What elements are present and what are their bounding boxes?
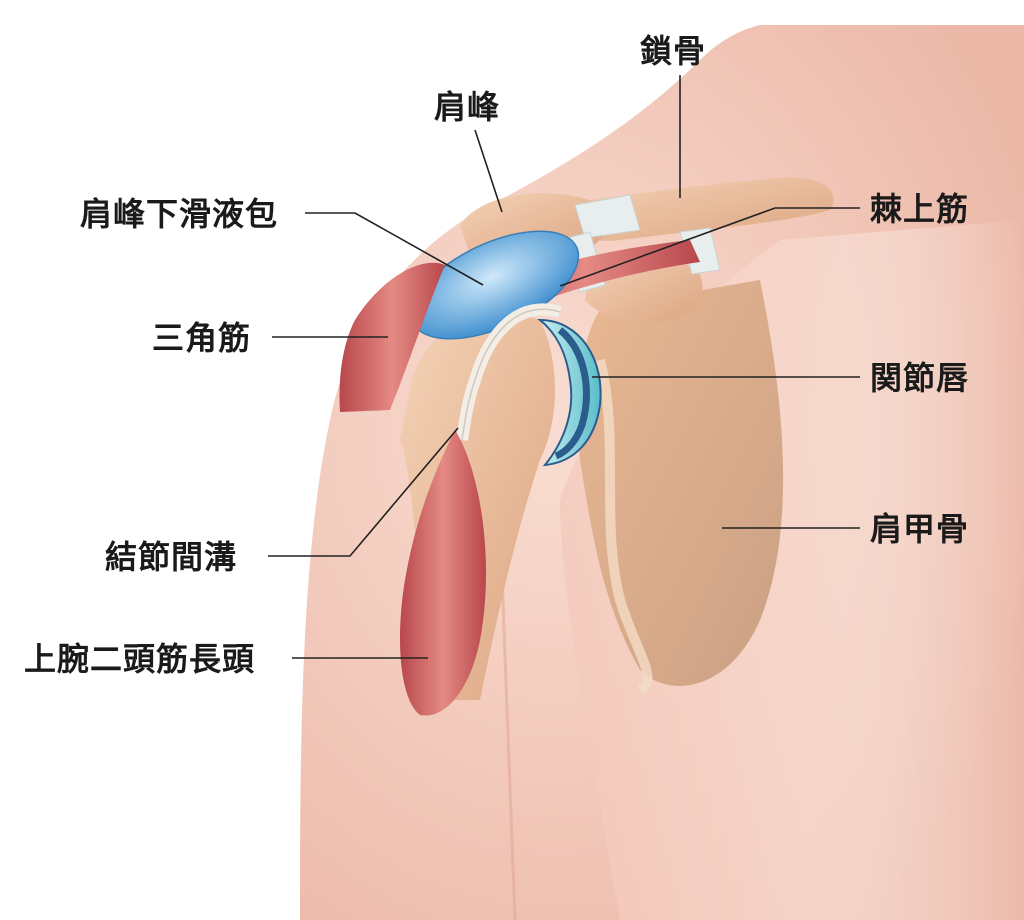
label-scapula: 肩甲骨 [870,510,969,548]
scapula-shape [578,280,784,686]
label-labrum: 関節唇 [870,359,969,397]
label-supraspinatus: 棘上筋 [870,190,969,228]
biceps-tendon-outline [461,308,561,441]
labrum-inner-rim [554,327,590,460]
label-acromion: 肩峰 [434,88,500,126]
leader-supraspinatus [559,207,860,287]
deltoid-muscle [339,262,445,412]
scapula-ridge [595,358,653,695]
biceps-long-head-muscle [400,430,486,716]
label-clavicle: 鎖骨 [640,32,706,70]
leader-acromion [474,129,503,213]
label-bicipital-groove: 結節間溝 [105,538,237,576]
leader-subacromial-bursa [305,212,484,286]
ac-ligament [574,194,641,239]
label-biceps-long-head: 上腕二頭筋長頭 [24,640,255,678]
labrum-shape [537,318,602,467]
label-deltoid: 三角筋 [152,319,251,357]
label-subacromial-bursa: 肩峰下滑液包 [80,195,278,233]
leader-lines [268,75,860,659]
leader-bicipital-groove [268,427,459,557]
